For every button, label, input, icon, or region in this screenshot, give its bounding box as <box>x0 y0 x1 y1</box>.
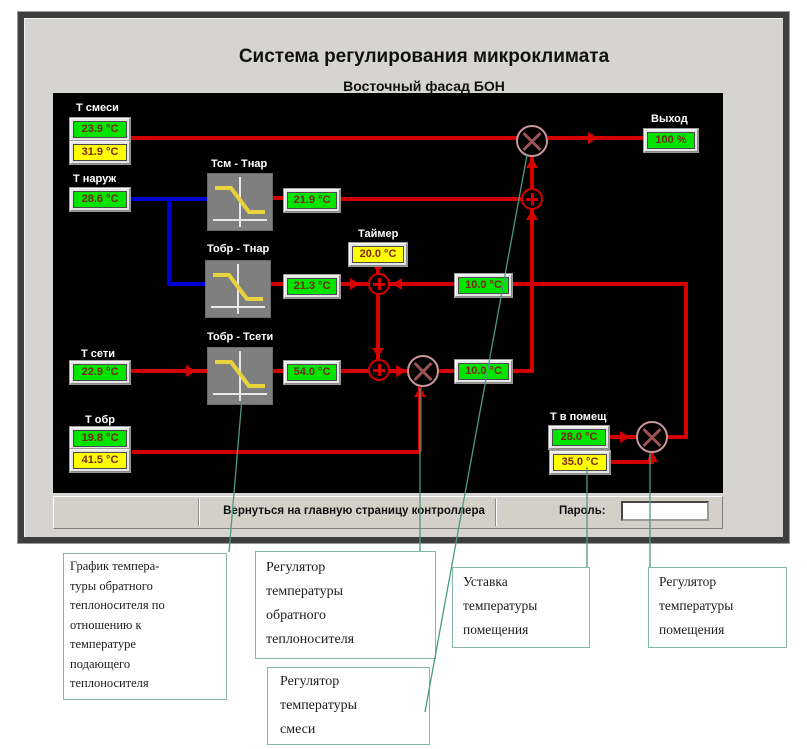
pipe-tnaruzh-to-block2 <box>167 282 205 286</box>
mixing-valve-icon-return <box>407 355 439 387</box>
pipe-into-room-mixer <box>666 435 686 439</box>
value-t-smesi-setpoint: 31.9 °C <box>70 141 130 164</box>
arrow-into-mixer2 <box>396 365 406 377</box>
mnemonic-panel <box>53 93 723 493</box>
value-out-block3: 54.0 °C <box>284 361 340 384</box>
arrow-to-vyhod <box>588 132 598 144</box>
pipe-540-to-sum <box>340 369 369 373</box>
label-t-smesi: Т смеси <box>76 102 119 114</box>
pipe-sum-to-sum <box>376 294 380 360</box>
page-title: Система регулирования микроклимата <box>238 46 610 67</box>
arrow-tobr-into-mixer2 <box>414 387 426 397</box>
pipe-block2-out <box>271 282 285 286</box>
value-t-seti: 22.9 °C <box>70 361 130 384</box>
summator-icon-middle <box>368 273 390 295</box>
label-t-obr: Т обр <box>85 414 116 426</box>
summator-icon-top <box>521 188 543 210</box>
password-input[interactable] <box>621 501 709 521</box>
pipe-tsmesi-to-mixer <box>130 136 517 140</box>
status-bar: Вернуться на главную страницу контроллер… <box>53 496 723 529</box>
pipe-sum-to-setp1 <box>389 282 455 286</box>
value-t-obr-setpoint: 41.5 °C <box>70 449 130 472</box>
label-t-naruzh: Т наруж <box>73 173 117 185</box>
password-label: Пароль: <box>559 505 606 517</box>
value-setpoint-1: 10.0 °C <box>455 274 512 297</box>
arrow-into-sum3 <box>372 348 384 357</box>
arrow-taimer-down <box>372 264 384 273</box>
pipe-tobr-horizontal <box>132 450 420 454</box>
annotation-setpoint-room: Уставка температуры помещения <box>452 567 590 648</box>
annotation-regulator-mix: Регулятор температуры смеси <box>267 667 430 745</box>
label-block1: Тсм - Тнар <box>211 158 268 170</box>
bar-separator <box>495 499 497 526</box>
label-taimer: Таймер <box>358 228 399 240</box>
bar-separator <box>198 499 200 526</box>
back-to-main-button[interactable]: Вернуться на главную страницу контроллер… <box>223 505 485 517</box>
value-t-pomesch-current: 28.0 °C <box>549 426 609 449</box>
pipe-sum-to-mixer1 <box>530 155 534 189</box>
value-vyhod: 100 % <box>644 129 698 152</box>
arrow-into-sum1 <box>526 210 538 220</box>
pipe-block3-out <box>273 369 285 373</box>
value-t-naruzh: 28.6 °C <box>70 188 130 211</box>
arrow-into-block3 <box>186 365 196 377</box>
label-t-seti: Т сети <box>81 348 116 360</box>
arrow-350-into-mixer3 <box>646 452 658 462</box>
arrow-into-mixer3 <box>620 431 630 443</box>
pipe-setp1-right <box>512 282 688 286</box>
annotation-regulator-return: Регулятор температуры обратного теплонос… <box>255 551 436 659</box>
pipe-tseti-to-block3 <box>130 369 207 373</box>
page-subtitle: Восточный фасад БОН <box>343 78 505 94</box>
arrow-into-mixer1 <box>526 158 538 168</box>
pipe-350-horizontal <box>611 460 654 464</box>
arrow-into-sum2-right <box>392 278 402 290</box>
curve-graph-icon-block1 <box>207 173 273 231</box>
pipe-right-down <box>684 282 688 439</box>
value-out-block1: 21.9 °C <box>284 189 340 212</box>
pipe-219-to-sum <box>340 197 522 201</box>
annotation-regulator-room: Регулятор температуры помещения <box>648 567 787 648</box>
value-t-pomesch-setpoint: 35.0 °C <box>550 451 610 474</box>
label-t-pomesch: Т в помещ <box>550 411 607 423</box>
value-t-smesi-current: 23.9 °C <box>70 118 130 141</box>
curve-graph-icon-block3 <box>207 347 273 405</box>
annotation-graph-note: График темпера- туры обратного теплоноси… <box>63 553 227 700</box>
value-t-obr-current: 19.8 °C <box>70 427 130 450</box>
summator-icon-bottom <box>368 359 390 381</box>
pipe-mixer2-to-setp2 <box>438 369 455 373</box>
label-block2: Тобр - Тнар <box>207 243 270 255</box>
value-out-block2: 21.3 °C <box>284 275 340 298</box>
curve-graph-icon-block2 <box>205 260 271 318</box>
arrow-into-sum2-left <box>350 278 360 290</box>
mixing-valve-icon-mix <box>516 125 548 157</box>
pipe-up-to-sum1 <box>530 209 534 371</box>
label-block3: Тобр - Тсети <box>207 331 274 343</box>
value-taimer: 20.0 °C <box>349 243 407 266</box>
label-vyhod: Выход <box>651 113 688 125</box>
pipe-block1-out <box>272 196 284 200</box>
value-setpoint-2: 10.0 °C <box>455 360 512 383</box>
pipe-tnaruzh-branch-down <box>167 199 171 284</box>
mixing-valve-icon-room <box>636 421 668 453</box>
